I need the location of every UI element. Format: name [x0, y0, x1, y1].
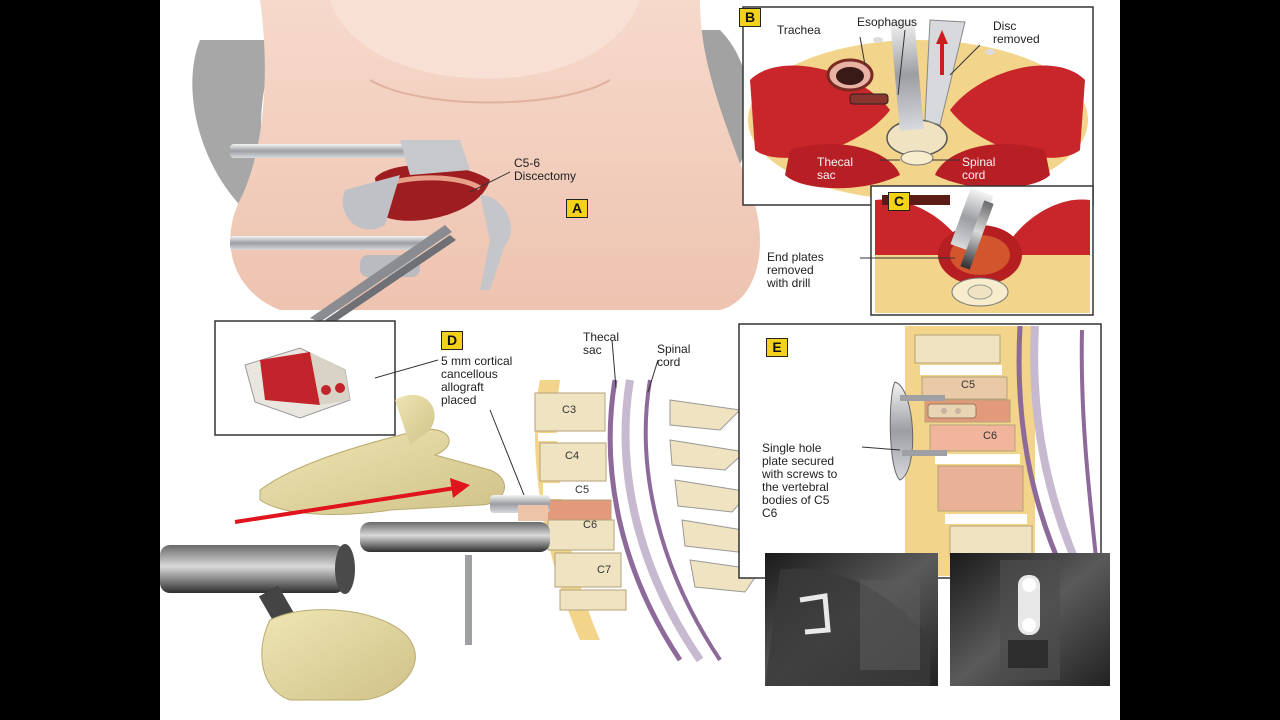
vertebra-label-e-c5: C5: [961, 379, 976, 391]
vertebra-label-c7: C7: [597, 564, 612, 576]
illustration-graphics: [160, 0, 1110, 701]
vertebra-label-c6: C6: [583, 519, 598, 531]
vertebra-label-c3: C3: [562, 404, 577, 416]
label-thecal-sac-d: Thecal sac: [583, 330, 620, 357]
label-thecal-sac-b: Thecal sac: [817, 155, 854, 182]
label-graft: 5 mm cortical cancellous allograft place…: [441, 354, 513, 407]
panel-e-badge: E: [766, 338, 788, 357]
xray-images: [765, 553, 1110, 686]
label-esophagus: Esophagus: [857, 15, 918, 29]
panel-b-badge: B: [739, 8, 761, 27]
label-end-plates: End plates removed with drill: [767, 250, 824, 290]
panel-c-badge: C: [888, 192, 910, 211]
vertebra-label-c5: C5: [575, 484, 590, 496]
label-disc-removed: Disc removed: [993, 19, 1040, 46]
panel-d-badge: D: [441, 331, 463, 350]
sagittal-plate-e: [738, 323, 1102, 579]
surgical-hands: [160, 394, 550, 701]
label-spinal-cord-b: Spinal cord: [962, 155, 996, 182]
axial-section-b: [742, 6, 1094, 206]
sagittal-spine-d: [489, 339, 761, 663]
vertebra-label-e-c6: C6: [983, 430, 998, 442]
neck-illustration: [192, 0, 761, 324]
panel-a-badge: A: [566, 199, 588, 218]
label-c5-6-discectomy: C5-6 Discectomy: [514, 156, 577, 183]
anatomy-illustration: A B C D E C5-6 Discectomy Trachea Esopha…: [160, 0, 1120, 720]
label-trachea: Trachea: [777, 23, 821, 37]
vertebra-label-c4: C4: [565, 450, 580, 462]
label-spinal-cord-d: Spinal cord: [657, 342, 691, 369]
graft-inset: [214, 320, 439, 436]
label-plate: Single hole plate secured with screws to…: [762, 441, 838, 520]
